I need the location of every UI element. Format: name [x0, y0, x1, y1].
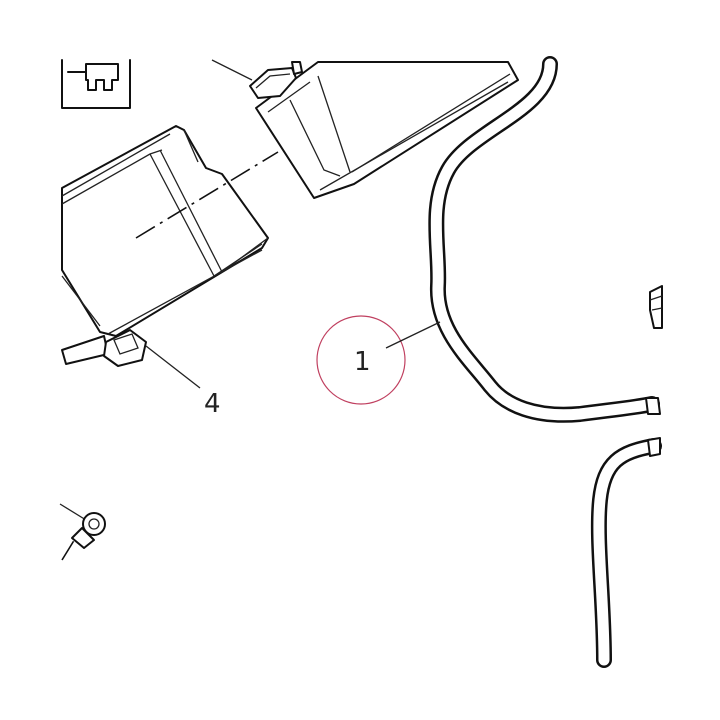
callout-4: 4	[204, 389, 221, 419]
bolt	[59, 503, 106, 561]
callout-1: 1	[354, 347, 371, 377]
leader-1	[385, 321, 441, 349]
centre-line	[135, 151, 279, 239]
hose-clip	[649, 285, 663, 329]
hose-1	[428, 56, 661, 423]
callout-1-highlight	[316, 315, 406, 405]
hose-lower	[590, 437, 662, 668]
fuse-box-inset	[61, 59, 131, 109]
leader-4	[145, 345, 201, 389]
lower-tank	[61, 125, 269, 367]
upper-tank	[211, 59, 519, 199]
